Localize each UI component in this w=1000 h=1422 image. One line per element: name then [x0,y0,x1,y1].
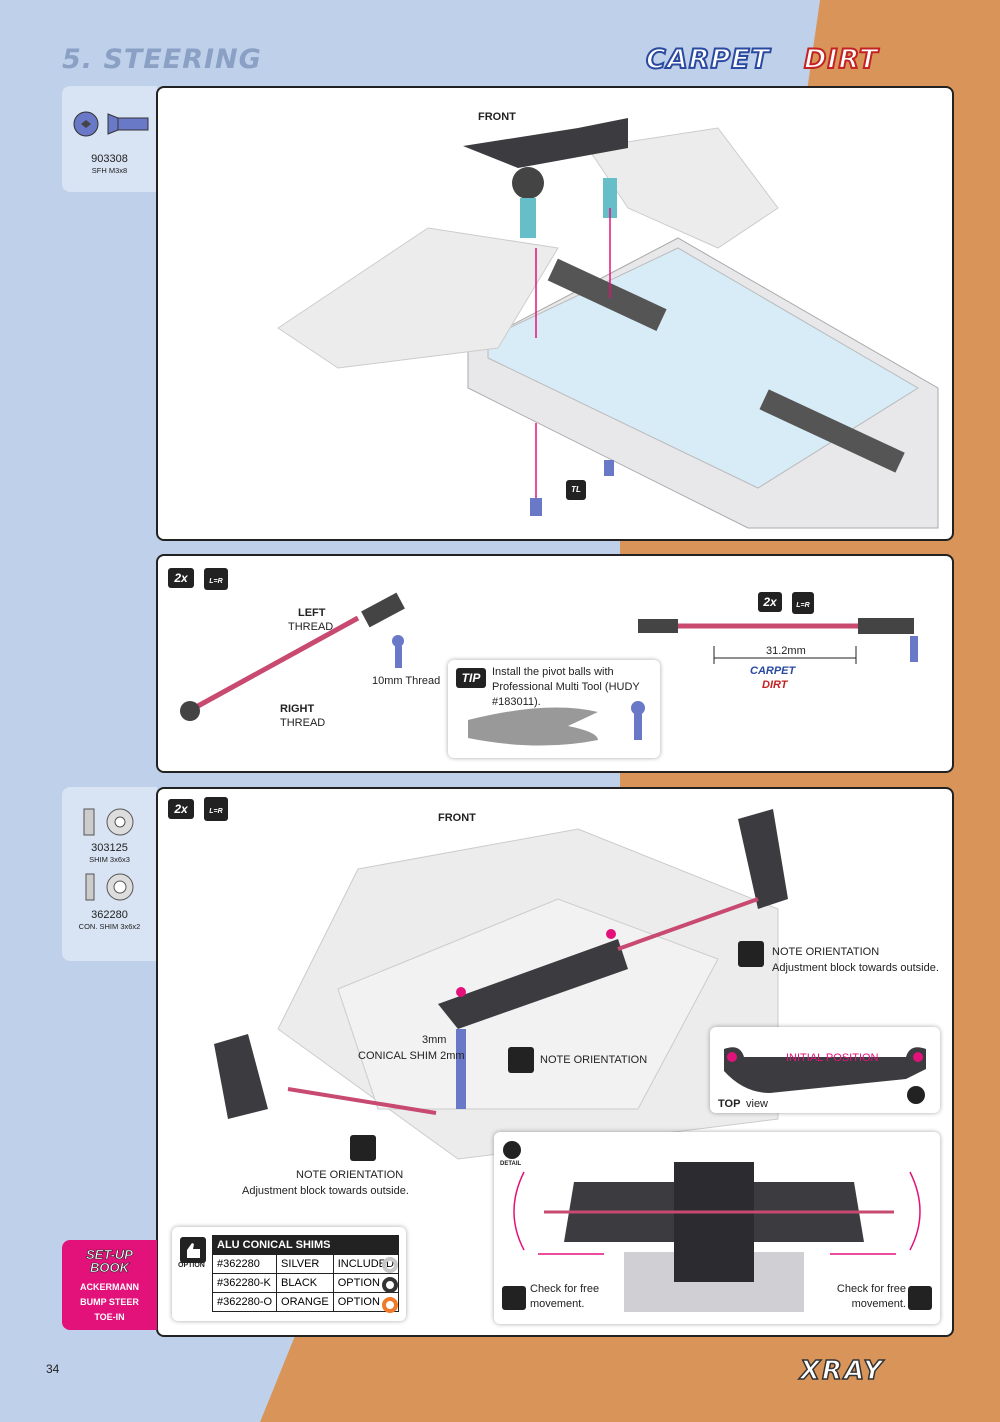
multi-tool-illustration [468,701,645,746]
shim-code: #362280 [211,1254,278,1274]
right-thread-text: THREAD [280,717,326,729]
conical-shim-label: CONICAL SHIM 2mm [358,1050,465,1062]
steering-plate-top-view [724,1047,926,1104]
step-panel-1: FRONT TL [156,86,954,541]
shim-status: INCLUDED [332,1254,399,1274]
table-row: #362280-K BLACK OPTION [211,1273,399,1293]
left-thread-text: THREAD [288,621,334,633]
setup-item-toe-in: TOE-IN [94,1312,125,1322]
top-view-label: TOP [718,1098,741,1110]
screw-icon [73,111,149,137]
setup-book-box: SET-UP BOOK ACKERMANN BUMP STEER TOE-IN [62,1240,157,1330]
check-left-text: Check for free movement. [530,1283,600,1310]
initial-position-box: INITIAL POSITION TOP view [710,1027,940,1113]
left-right-badge: L=R [204,568,228,590]
parts-list-top: 903308 SFH M3x8 [62,86,157,192]
part-code: 362280 [91,909,128,921]
ten-mm-thread-label: 10mm Thread [372,675,441,687]
note3-text: Adjustment block towards outside. [242,1185,409,1197]
turnbuckle-length: 31.2mm [766,645,806,657]
shim-color: ORANGE [276,1292,334,1312]
thumbs-up-icon [180,1237,206,1263]
front-label: FRONT [478,111,516,123]
tip-badge: TIP [456,668,486,688]
note1-title: NOTE ORIENTATION [772,946,880,958]
table-row: #362280 SILVER INCLUDED [211,1254,399,1274]
dirt-small-logo: DIRT [762,679,788,691]
note3-title: NOTE ORIENTATION [296,1169,404,1181]
left-thread-title: LEFT [298,607,326,619]
front-label: FRONT [438,812,476,824]
detail-box: DETAIL Check for free movement. Check fo… [494,1132,940,1324]
setup-item-ackermann: ACKERMANN [80,1282,139,1292]
quantity-badge-2: 2x [758,592,782,612]
option-shims-box: OPTION ALU CONICAL SHIMS #362280 SILVER … [172,1227,406,1321]
tip-box: TIP Install the pivot balls with Profess… [448,660,660,758]
shims-table-header: ALU CONICAL SHIMS [212,1235,399,1255]
part-desc: SFH M3x8 [91,166,128,175]
left-right-badge-2: L=R [792,592,814,614]
shim-code: #362280-K [211,1273,278,1293]
chassis-illustration-3 [214,809,788,1161]
shims-table: ALU CONICAL SHIMS #362280 SILVER INCLUDE… [211,1235,399,1312]
setup-item-bump-steer: BUMP STEER [80,1297,139,1307]
quantity-badge: 2x [168,568,194,588]
carpet-logo: CARPET [645,43,771,76]
shim-swatch-silver [382,1257,398,1273]
left-right-badge: L=R [204,797,228,821]
shim-3mm-label: 3mm [422,1034,447,1046]
shim-icon [83,808,134,836]
right-thread-title: RIGHT [280,703,315,715]
setup-book-title-2: BOOK [90,1260,130,1275]
xray-logo: XRAY [799,1355,885,1387]
chassis-illustration-1 [277,118,939,529]
shim-color: SILVER [276,1254,334,1274]
page-number: 34 [46,1362,60,1376]
note1-text: Adjustment block towards outside. [772,962,939,974]
check-right-text: Check for free movement. [836,1283,906,1310]
part-code: 903308 [91,153,128,165]
detail-label: DETAIL [500,1161,522,1167]
table-row: #362280-O ORANGE OPTION [211,1292,399,1312]
conical-shim-icon [85,873,134,901]
page-title: 5. STEERING [62,44,262,75]
dirt-logo: DIRT [803,43,879,76]
initial-position-label: INITIAL POSITION [786,1052,879,1064]
note2-title: NOTE ORIENTATION [540,1054,648,1066]
view-label: view [746,1098,769,1110]
shim-color: BLACK [276,1273,334,1293]
quantity-badge: 2x [168,799,194,819]
turnbuckle-illustration [180,592,918,721]
shim-swatches [382,1257,398,1313]
part-desc: SHIM 3x6x3 [89,855,130,864]
setup-book-title-1: SET-UP [86,1247,134,1262]
shim-swatch-orange [382,1297,398,1313]
parts-list-bottom: 303125 SHIM 3x6x3 362280 CON. SHIM 3x6x2 [62,787,157,961]
tip-text: Install the pivot balls with Professiona… [492,666,640,708]
threadlock-icon: TL [566,480,586,500]
option-label: OPTION [178,1262,205,1269]
part-desc: CON. SHIM 3x6x2 [78,922,141,931]
carpet-small-logo: CARPET [750,665,796,677]
part-code: 303125 [91,842,128,854]
shim-code: #362280-O [211,1292,278,1312]
shim-swatch-black [382,1277,398,1293]
steering-detail-illustration [502,1141,932,1312]
